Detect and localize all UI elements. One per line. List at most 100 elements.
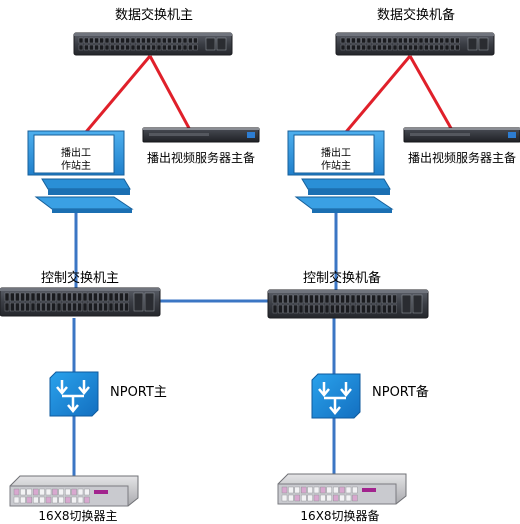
- label-workstation-backup: 播出工作站主: [321, 146, 351, 172]
- switch-port: [377, 37, 382, 44]
- switch-port: [355, 304, 361, 314]
- switch-port: [67, 302, 72, 312]
- switch-port: [319, 294, 324, 304]
- switch-port: [304, 294, 309, 304]
- switch-port: [277, 294, 283, 304]
- switch-port: [413, 37, 419, 44]
- label-nport-backup: NPORT备: [372, 384, 429, 400]
- switch-port: [182, 44, 188, 51]
- switch-port: [387, 304, 392, 314]
- label-data-switch-main: 数据交换机主: [115, 7, 193, 23]
- switch-port: [78, 44, 84, 51]
- switch-port: [136, 44, 141, 51]
- workstation-main: [27, 130, 134, 213]
- switch-port: [309, 304, 314, 314]
- router-key: [26, 488, 32, 496]
- switch-port: [151, 44, 157, 51]
- router-key: [301, 494, 307, 502]
- switch-port: [377, 44, 382, 51]
- router-key: [52, 488, 58, 496]
- switch-port: [41, 302, 46, 312]
- switch-port: [277, 304, 283, 314]
- router-key: [320, 486, 326, 494]
- switch-port: [340, 44, 346, 51]
- router-key: [52, 496, 58, 504]
- data-switch-backup: [335, 32, 495, 56]
- link-data-switch-backup-to-server-backup: [408, 55, 454, 131]
- switch-port: [130, 44, 136, 51]
- label-router-main: 16X8切换器主: [38, 509, 117, 523]
- switch-port: [93, 302, 98, 312]
- switch-port: [283, 294, 288, 304]
- switch-port: [120, 44, 125, 51]
- workstation-label-line: 作站主: [61, 159, 91, 172]
- switch-port: [345, 37, 351, 44]
- switch-port: [78, 37, 84, 44]
- switch-port: [36, 302, 41, 312]
- switch-port: [110, 37, 115, 44]
- switch-port: [4, 302, 10, 312]
- router-key: [288, 486, 294, 494]
- switch-port: [72, 292, 77, 302]
- switch-port: [130, 37, 136, 44]
- switch-port: [104, 37, 110, 44]
- router-key: [339, 494, 345, 502]
- switch-port: [319, 304, 324, 314]
- router-key: [294, 486, 300, 494]
- switch-port: [309, 294, 314, 304]
- switch-port: [89, 44, 94, 51]
- switch-port: [403, 37, 408, 44]
- switch-port: [382, 44, 387, 51]
- switch-port: [46, 302, 51, 312]
- router-key: [313, 486, 320, 494]
- switch-port: [345, 44, 351, 51]
- switch-port: [361, 37, 366, 44]
- switch-port: [372, 37, 377, 44]
- switch-port: [335, 304, 340, 314]
- router-key: [352, 494, 358, 502]
- label-router-backup: 16X8切换器备: [300, 509, 379, 523]
- switch-port: [382, 37, 387, 44]
- switch-port: [283, 304, 288, 314]
- switch-port: [82, 292, 88, 302]
- switch-port: [361, 294, 366, 304]
- switch-port: [20, 302, 25, 312]
- label-data-switch-backup: 数据交换机备: [377, 7, 455, 23]
- router-main: [9, 475, 139, 507]
- switch-port: [272, 294, 278, 304]
- switch-port: [125, 37, 130, 44]
- switch-port: [15, 302, 20, 312]
- switch-uplink-module: [401, 294, 412, 314]
- switch-port: [56, 292, 62, 302]
- switch-port: [330, 304, 335, 314]
- switch-port: [429, 44, 434, 51]
- switch-port: [387, 294, 392, 304]
- switch-port: [151, 37, 157, 44]
- switch-port: [87, 302, 93, 312]
- switch-port: [439, 44, 445, 51]
- switch-port: [89, 37, 94, 44]
- switch-port: [119, 302, 124, 312]
- switch-port: [293, 294, 298, 304]
- switch-port: [345, 294, 351, 304]
- switch-port: [455, 37, 460, 44]
- switch-port: [304, 304, 309, 314]
- switch-port: [350, 294, 356, 304]
- router-key: [65, 488, 71, 496]
- nport-main: [49, 371, 99, 417]
- switch-port: [172, 44, 177, 51]
- switch-port: [124, 292, 129, 302]
- switch-port: [146, 44, 151, 51]
- switch-port: [156, 37, 162, 44]
- router-key: [333, 486, 339, 494]
- switch-port: [51, 302, 56, 312]
- label-workstation-main: 播出工作站主: [61, 146, 91, 172]
- switch-port: [449, 44, 455, 51]
- switch-port: [376, 294, 382, 304]
- switch-port: [392, 37, 398, 44]
- switch-port: [141, 44, 146, 51]
- switch-port: [371, 304, 377, 314]
- switch-port: [418, 44, 424, 51]
- switch-port: [372, 44, 377, 51]
- switch-port: [355, 294, 361, 304]
